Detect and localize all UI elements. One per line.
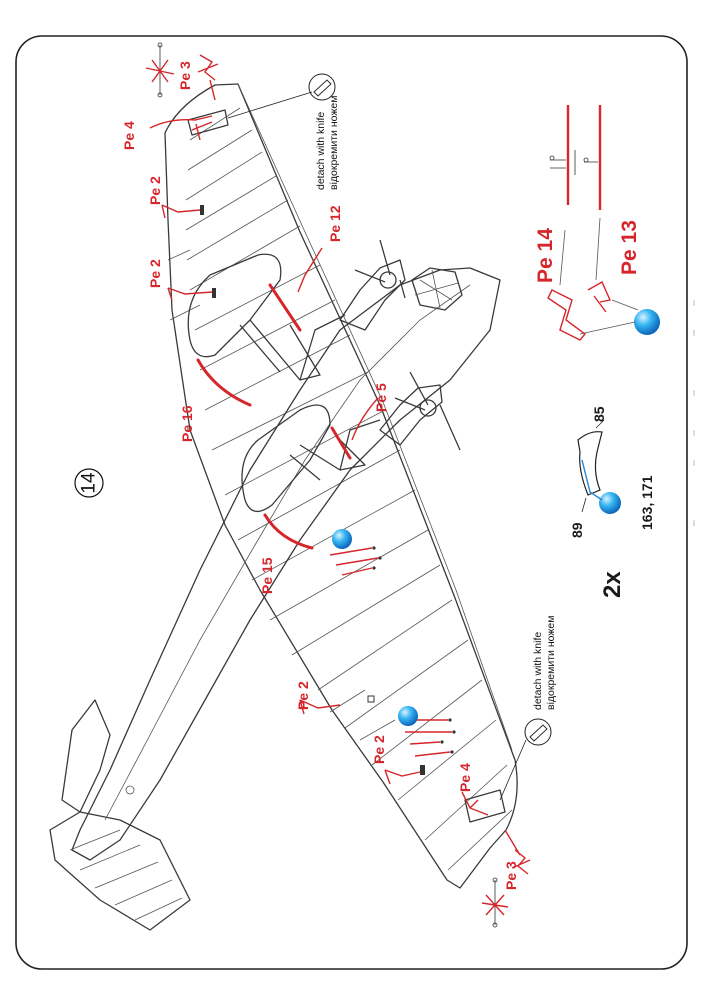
label-pe2-c: Pe 2 bbox=[295, 681, 311, 710]
engine-cowl-upper bbox=[339, 259, 406, 331]
pins-group-1 bbox=[329, 546, 382, 576]
pe4-bottom-part bbox=[461, 791, 489, 816]
label-pe13: Pe 13 bbox=[618, 220, 641, 275]
pe5-lead bbox=[351, 397, 379, 441]
pe2-b-part bbox=[167, 287, 213, 301]
label-pe3-top: Pe 3 bbox=[177, 61, 193, 90]
pe12-part bbox=[268, 283, 302, 332]
fuselage-roundel bbox=[125, 785, 135, 795]
pe16-part bbox=[196, 358, 252, 407]
pins-group-2 bbox=[400, 718, 456, 757]
rod-detail bbox=[547, 105, 639, 341]
pe14-bracket bbox=[547, 289, 587, 341]
detach-note-bottom-en: detach with knife bbox=[532, 632, 544, 710]
glue-markers bbox=[332, 309, 660, 726]
detail-part-89 bbox=[581, 459, 603, 501]
label-pe2-d: Pe 2 bbox=[371, 735, 387, 764]
pe3-bottom-part bbox=[481, 829, 531, 928]
photoetch-parts bbox=[145, 42, 531, 928]
pe13-bracket bbox=[587, 281, 611, 313]
pe2-d-slot bbox=[420, 765, 425, 775]
label-pe4-top: Pe 4 bbox=[121, 121, 137, 150]
propeller-upper bbox=[354, 239, 406, 299]
glue-dot-wing-1 bbox=[332, 529, 352, 549]
engine-nacelle-lower bbox=[241, 404, 331, 512]
knife-icon-top bbox=[227, 73, 336, 119]
canopy-frames bbox=[414, 269, 459, 309]
multiplier-label: 2x bbox=[599, 571, 626, 598]
spinner-lower bbox=[419, 399, 437, 417]
pe2-d-part bbox=[384, 769, 421, 785]
wingtip-upper-detail bbox=[187, 109, 229, 136]
tail-fin bbox=[61, 699, 111, 813]
glue-dot-detail bbox=[599, 492, 621, 514]
step-badge: 14 bbox=[74, 468, 104, 498]
engine-cowl-lower bbox=[379, 384, 443, 446]
flap-lines bbox=[167, 249, 396, 741]
label-pe15: Pe 15 bbox=[259, 557, 275, 594]
pe2-a-part bbox=[161, 204, 201, 219]
pe4-top-part bbox=[191, 121, 213, 141]
glue-dot-pe13 bbox=[634, 309, 660, 335]
pe4-top-lead bbox=[149, 115, 213, 129]
pe12-lead bbox=[297, 247, 323, 293]
detail-part-85 bbox=[577, 431, 603, 496]
tailplane bbox=[49, 811, 191, 931]
label-pe4-bottom: Pe 4 bbox=[457, 763, 473, 792]
sheet-border bbox=[15, 35, 688, 970]
nacelle-struts-upper bbox=[239, 314, 346, 381]
aircraft-outline bbox=[49, 83, 518, 931]
label-163-171: 163, 171 bbox=[639, 475, 655, 530]
label-pe3-bottom: Pe 3 bbox=[503, 861, 519, 890]
cockpit-canopy bbox=[411, 267, 463, 311]
label-pe16: Pe 16 bbox=[179, 405, 195, 442]
label-pe14: Pe 14 bbox=[534, 228, 557, 283]
pe3-top-part bbox=[145, 42, 219, 101]
nacelle-struts-lower bbox=[289, 419, 381, 481]
pe2-c-slot bbox=[367, 695, 375, 703]
wingtip-lower-detail bbox=[464, 789, 506, 823]
wing-leading-edge-line bbox=[237, 83, 513, 751]
step-number: 14 bbox=[79, 472, 100, 494]
pe2-a-slot bbox=[200, 205, 204, 215]
glue-dot-wing-2 bbox=[398, 706, 418, 726]
pe2-c-part bbox=[299, 699, 341, 715]
tailplane-hatching bbox=[69, 829, 183, 921]
small-detail-assembly bbox=[577, 419, 605, 513]
wing-outline bbox=[164, 83, 518, 889]
spinner-upper bbox=[379, 271, 397, 289]
detach-note-top-ua: відокремити ножем bbox=[328, 96, 340, 190]
label-pe5: Pe 5 bbox=[373, 383, 389, 412]
fuselage-outline bbox=[71, 267, 501, 861]
pe5-part bbox=[330, 426, 352, 460]
wing-hatching bbox=[185, 107, 513, 871]
knife-icon-bottom bbox=[499, 718, 552, 801]
pe2-b-slot bbox=[212, 288, 216, 298]
label-89: 89 bbox=[569, 522, 585, 538]
detach-note-bottom-ua: відокремити ножем bbox=[545, 616, 557, 710]
label-85: 85 bbox=[591, 406, 607, 422]
label-pe2-b: Pe 2 bbox=[147, 259, 163, 288]
engine-nacelle-upper bbox=[187, 253, 282, 358]
fuselage-spine-line bbox=[104, 284, 471, 821]
detach-note-top-en: detach with knife bbox=[315, 112, 327, 190]
pe15-part bbox=[263, 513, 314, 550]
label-pe2-a: Pe 2 bbox=[147, 176, 163, 205]
label-pe12: Pe 12 bbox=[327, 205, 343, 242]
